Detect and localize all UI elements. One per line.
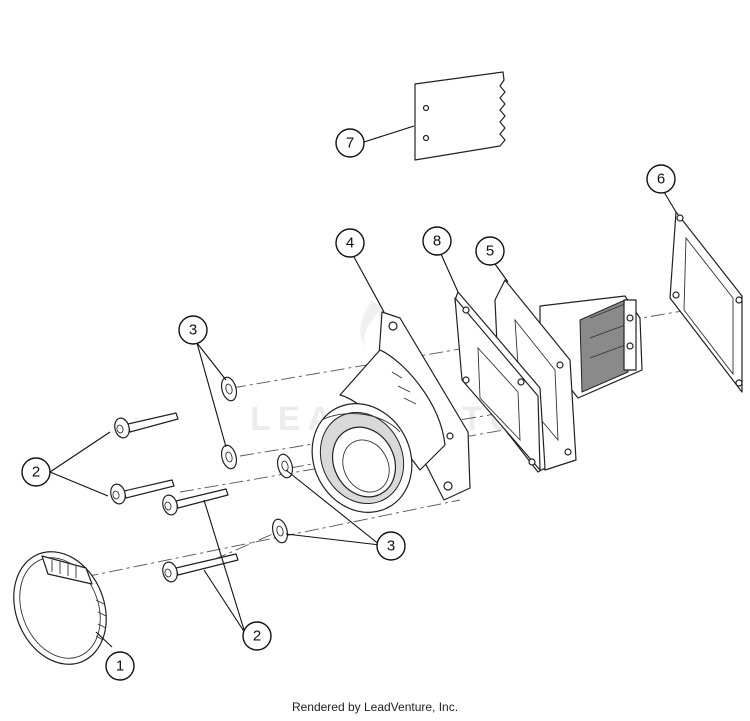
footer-credit: Rendered by LeadVenture, Inc. — [291, 700, 459, 714]
callout-3-upper: 3 — [178, 315, 208, 345]
callout-5: 5 — [475, 236, 505, 266]
part-washers — [220, 376, 294, 544]
callout-1: 1 — [105, 651, 135, 681]
watermark-flame-icon — [360, 300, 393, 348]
callout-4: 4 — [335, 228, 365, 258]
part-intake-manifold — [311, 311, 471, 513]
callout-7: 7 — [335, 128, 365, 158]
part-bolts — [110, 412, 239, 583]
callout-2-left-label: 2 — [32, 464, 40, 481]
callout-3-lower: 3 — [376, 531, 406, 561]
callout-6: 6 — [646, 164, 676, 194]
callout-3-lower-label: 3 — [387, 538, 395, 555]
callout-8-label: 8 — [433, 233, 441, 250]
part-gasket-rear — [669, 211, 743, 393]
part-reed-petal — [414, 71, 506, 161]
callout-8: 8 — [422, 226, 452, 256]
callout-7-label: 7 — [346, 135, 354, 152]
callout-2-bottom-label: 2 — [253, 628, 261, 645]
callout-6-label: 6 — [657, 171, 665, 188]
part-hose-clamp — [13, 551, 107, 665]
callout-5-label: 5 — [486, 243, 494, 260]
leader-lines — [49, 125, 677, 648]
callout-1-label: 1 — [116, 658, 124, 675]
part-gasket-front — [454, 291, 546, 473]
callout-2-left: 2 — [21, 457, 51, 487]
callout-2-bottom: 2 — [242, 621, 272, 651]
callout-4-label: 4 — [346, 235, 354, 252]
callout-3-upper-label: 3 — [189, 322, 197, 339]
